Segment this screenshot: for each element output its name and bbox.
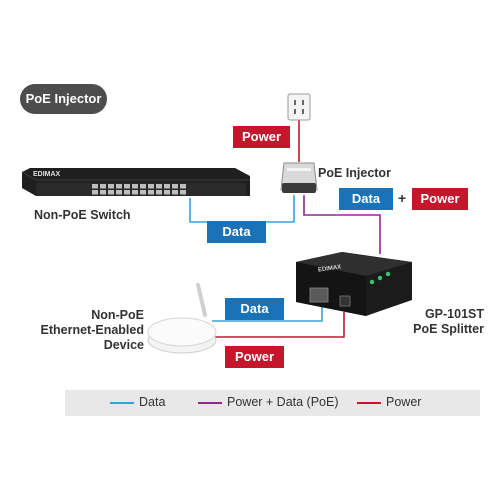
switch-port — [116, 190, 122, 195]
switch-ports — [92, 184, 186, 195]
splitter-label-name: PoE Splitter — [413, 322, 484, 336]
switch-port — [148, 190, 154, 195]
switch-port — [108, 190, 114, 195]
diagram-title-badge: PoE Injector — [20, 84, 107, 114]
data-tag-injector: Data — [339, 188, 393, 210]
switch-port — [124, 184, 130, 189]
device-label-line-2: Ethernet-Enabled — [40, 323, 145, 337]
switch-port — [140, 184, 146, 189]
wall-outlet-icon — [287, 93, 311, 121]
switch-port — [132, 190, 138, 195]
device-label-line-1: Non-PoE — [91, 308, 144, 322]
switch-port — [100, 190, 106, 195]
legend-power-label: Power — [386, 395, 422, 409]
legend-data-swatch — [110, 402, 134, 404]
splitter-label-model: GP-101ST — [424, 307, 484, 321]
injector-label: PoE Injector — [318, 166, 391, 180]
switch-port — [180, 184, 186, 189]
legend-poe-label: Power + Data (PoE) — [227, 395, 339, 409]
poe-injector-device-icon — [280, 162, 318, 193]
data-line-splitter-device — [212, 305, 323, 322]
switch-port — [100, 184, 106, 189]
splitter-label: GP-101ST PoE Splitter — [408, 307, 484, 337]
network-switch-icon — [21, 168, 250, 196]
switch-port — [92, 190, 98, 195]
poe-splitter-device-icon — [296, 252, 412, 316]
switch-port — [156, 184, 162, 189]
device-label: Non-PoE Ethernet-Enabled Device — [40, 308, 145, 353]
switch-port — [116, 184, 122, 189]
switch-port — [172, 184, 178, 189]
switch-port — [108, 184, 114, 189]
legend-poe-swatch — [198, 402, 222, 404]
ethernet-device-icon — [147, 283, 217, 354]
power-tag-outlet: Power — [233, 126, 290, 148]
switch-port — [148, 184, 154, 189]
legend-power-swatch — [357, 402, 381, 404]
switch-port — [164, 190, 170, 195]
power-tag-injector: Power — [412, 188, 468, 210]
switch-port — [140, 190, 146, 195]
legend: Data Power + Data (PoE) Power — [65, 390, 480, 416]
switch-port — [124, 190, 130, 195]
legend-data-label: Data — [139, 395, 166, 409]
switch-port — [164, 184, 170, 189]
poe-line-injector-splitter — [303, 195, 381, 254]
switch-port — [180, 190, 186, 195]
switch-port — [172, 190, 178, 195]
switch-port — [132, 184, 138, 189]
power-tag-device: Power — [225, 346, 284, 368]
switch-port — [92, 184, 98, 189]
data-line-switch-injector — [189, 195, 295, 223]
switch-brand-logo: EDIMAX — [33, 171, 61, 178]
plus-sign: + — [398, 190, 407, 206]
power-line-splitter-device — [214, 312, 345, 338]
data-tag-switch: Data — [207, 221, 266, 243]
device-label-line-3: Device — [103, 338, 144, 352]
switch-port — [156, 190, 162, 195]
switch-label: Non-PoE Switch — [34, 208, 131, 222]
data-tag-device: Data — [225, 298, 284, 320]
